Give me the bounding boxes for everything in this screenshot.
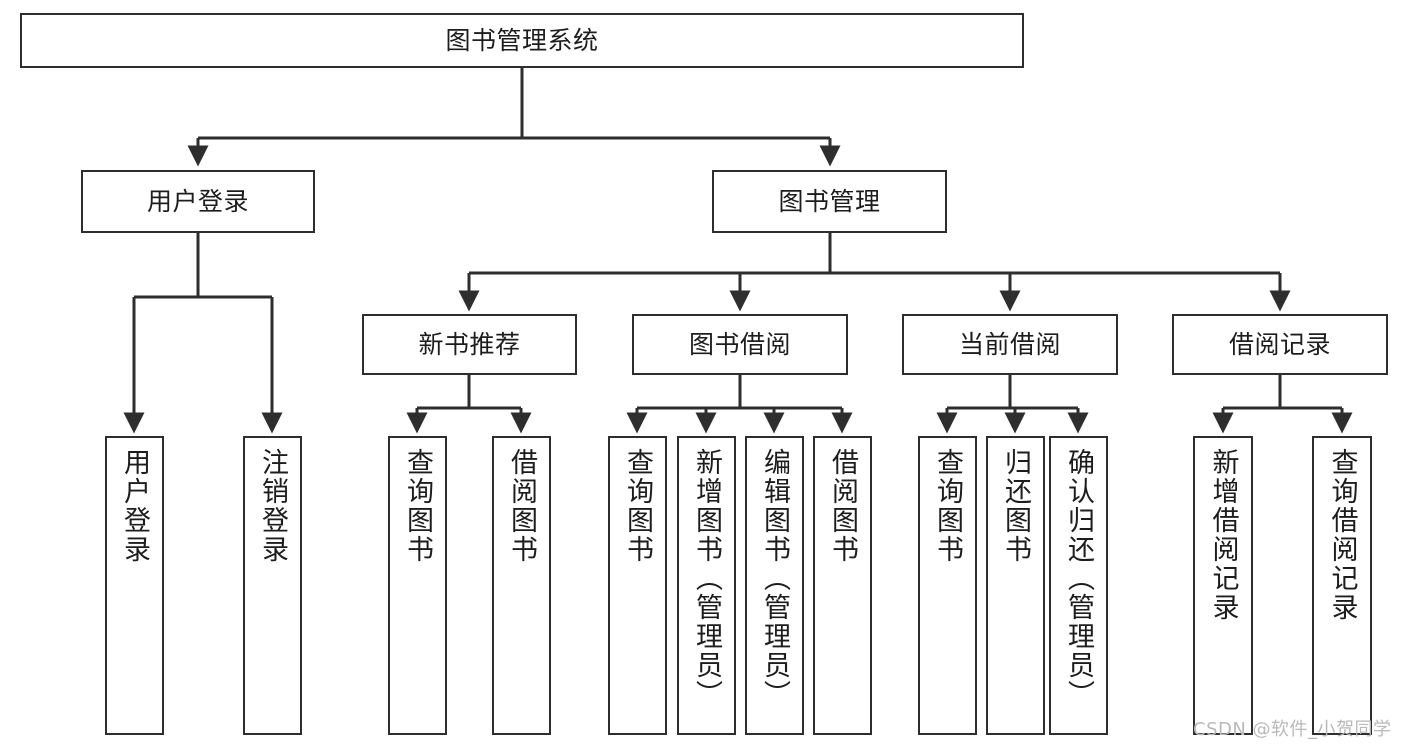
node-label: 归还图书	[1000, 448, 1031, 564]
csdn-watermark: CSDN @软件_小贺同学	[1193, 719, 1392, 740]
node-label: 借阅图书	[506, 448, 537, 564]
leaf-confirm-return-admin[interactable]: 确认归还（管理员）	[1049, 436, 1108, 735]
leaf-add-book-admin[interactable]: 新增图书（管理员）	[677, 436, 736, 735]
node-label: 新增借阅记录	[1207, 448, 1239, 622]
node-user-login[interactable]: 用户登录	[81, 170, 315, 233]
node-label: 用户登录	[119, 448, 150, 564]
node-label: 借阅图书	[827, 448, 858, 564]
node-label: 当前借阅	[958, 329, 1061, 359]
node-label: 注销登录	[257, 448, 288, 564]
node-label: 用户登录	[146, 186, 249, 216]
node-book-management[interactable]: 图书管理	[712, 170, 947, 233]
leaf-add-borrow-record[interactable]: 新增借阅记录	[1193, 436, 1253, 735]
node-current-borrow[interactable]: 当前借阅	[902, 314, 1118, 375]
leaf-logout[interactable]: 注销登录	[243, 436, 302, 735]
leaf-query-borrow-record[interactable]: 查询借阅记录	[1312, 436, 1372, 735]
node-book-borrow[interactable]: 图书借阅	[632, 314, 848, 375]
leaf-borrow-book-recommend[interactable]: 借阅图书	[492, 436, 551, 735]
node-label: 确认归还（管理员）	[1063, 448, 1094, 709]
leaf-borrow-book[interactable]: 借阅图书	[813, 436, 872, 735]
node-label: 图书借阅	[688, 329, 791, 359]
leaf-query-book-current[interactable]: 查询图书	[918, 436, 977, 735]
node-label: 查询图书	[622, 448, 653, 564]
node-label: 新增图书（管理员）	[691, 448, 722, 709]
node-label: 新书推荐	[418, 329, 521, 359]
leaf-user-login[interactable]: 用户登录	[105, 436, 164, 735]
leaf-edit-book-admin[interactable]: 编辑图书（管理员）	[745, 436, 804, 735]
node-label: 图书管理	[778, 186, 881, 216]
leaf-query-book-recommend[interactable]: 查询图书	[388, 436, 447, 735]
node-label: 编辑图书（管理员）	[759, 448, 790, 709]
leaf-query-book-borrow[interactable]: 查询图书	[608, 436, 667, 735]
node-root-book-management-system[interactable]: 图书管理系统	[20, 13, 1024, 68]
node-label: 图书管理系统	[445, 25, 599, 55]
node-label: 借阅记录	[1228, 329, 1331, 359]
leaf-return-book[interactable]: 归还图书	[986, 436, 1045, 735]
node-label: 查询图书	[932, 448, 963, 564]
node-label: 查询借阅记录	[1326, 448, 1358, 622]
node-borrow-record[interactable]: 借阅记录	[1172, 314, 1388, 375]
node-label: 查询图书	[402, 448, 433, 564]
node-new-book-recommend[interactable]: 新书推荐	[362, 314, 577, 375]
